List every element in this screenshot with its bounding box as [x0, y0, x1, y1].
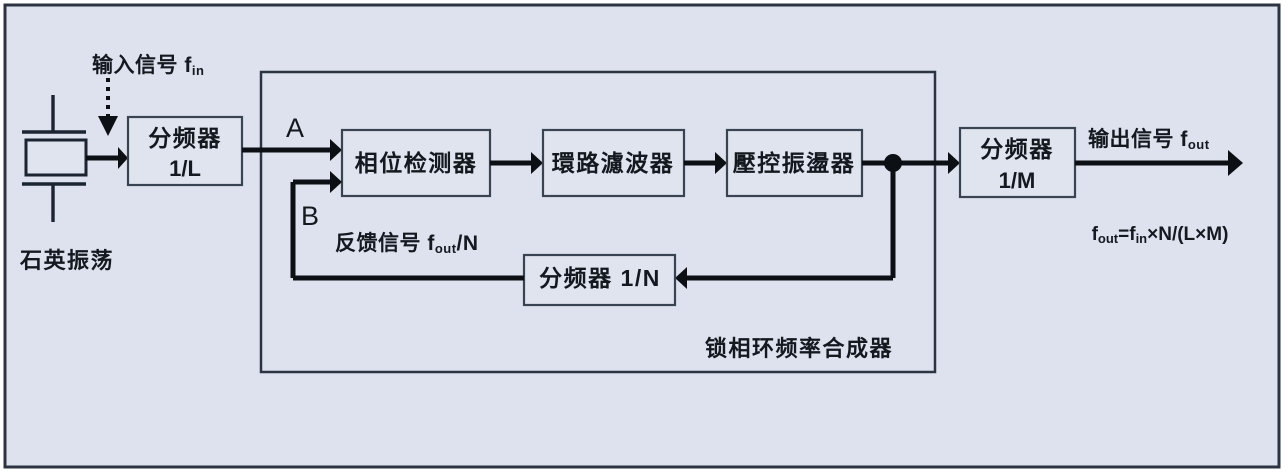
- feedback-signal-label: 反馈信号 fout/N: [335, 231, 479, 257]
- wire-crystal-to-divider-l: [86, 147, 128, 169]
- input-signal-label: 输入信号 fin: [92, 53, 204, 79]
- block-divider-n: 分频器 1/N: [522, 253, 677, 307]
- wire-loop-filter-to-vco: [684, 152, 727, 174]
- block-divider-m: 分频器 1/M: [958, 126, 1077, 199]
- output-formula: fout=fin×N/(L×M): [1092, 224, 1229, 246]
- input-signal-arrow: [98, 78, 118, 136]
- node-label-a: A: [286, 113, 304, 143]
- block-vco-label: 壓控振盪器: [733, 150, 856, 177]
- block-loop-filter: 環路濾波器: [541, 128, 686, 198]
- node-label-b: B: [301, 201, 319, 231]
- output-signal-label: 输出信号 fout: [1088, 127, 1210, 153]
- wire-pd-to-loop-filter: [490, 152, 543, 174]
- wire-feedback-tap: [675, 163, 896, 289]
- block-loop-filter-label: 環路濾波器: [552, 150, 675, 177]
- block-vco: 壓控振盪器: [725, 128, 864, 198]
- diagram-frame: [3, 3, 1281, 469]
- block-divider-l-line2: 1/L: [169, 156, 201, 181]
- block-divider-l: 分频器 1/L: [126, 115, 244, 187]
- block-divider-l-line1: 分频器: [148, 125, 222, 151]
- pll-group-caption: 锁相环频率合成器: [705, 336, 893, 361]
- block-phase-detector: 相位检测器: [340, 128, 492, 198]
- wire-node-a: [242, 139, 342, 161]
- wire-node-b: [290, 171, 524, 281]
- block-divider-n-label: 分频器 1/N: [539, 265, 661, 291]
- block-phase-detector-label: 相位检测器: [355, 150, 478, 177]
- wire-output: [1075, 150, 1243, 176]
- block-divider-m-line2: 1/M: [999, 168, 1036, 193]
- pll-group-container: [259, 70, 937, 374]
- block-divider-m-line1: 分频器: [980, 136, 1054, 162]
- crystal-oscillator-label: 石英振荡: [19, 248, 114, 273]
